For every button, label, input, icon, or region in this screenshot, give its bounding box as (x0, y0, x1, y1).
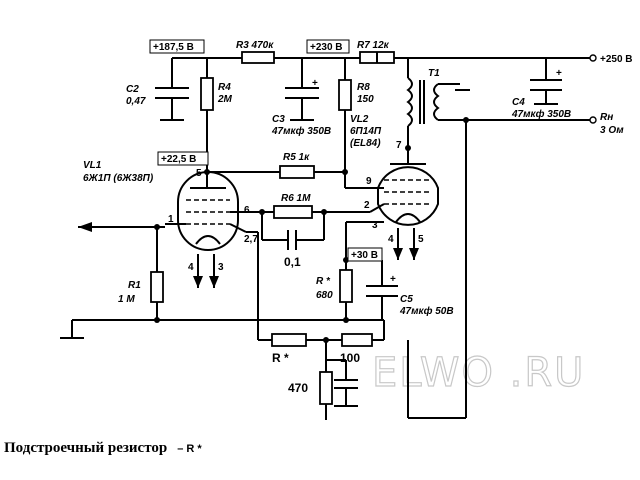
tube-vl2 (366, 148, 439, 260)
label-r6: R6 1М (281, 193, 311, 204)
label-r3: R3 470к (236, 40, 274, 51)
pin-vl1-4: 4 (188, 262, 194, 273)
label-r8-val: 150 (357, 94, 374, 105)
label-rn-val: 3 Ом (600, 125, 624, 136)
label-r5: R5 1к (283, 152, 310, 163)
label-c5-val: 47мкф 50В (399, 305, 454, 317)
label-r4-name: R4 (218, 82, 231, 93)
capacitor-c3: + (285, 58, 319, 121)
label-c4-val: 47мкф 350В (511, 108, 571, 120)
resistor-r1 (150, 271, 164, 303)
label-c3-val: 47мкф 350В (271, 125, 331, 137)
pin-vl2-2: 2 (364, 200, 370, 211)
label-c2-name: C2 (126, 84, 139, 95)
pin-vl2-4: 4 (388, 234, 394, 245)
label-r1-name: R1 (128, 280, 141, 291)
resistor-100 (341, 333, 373, 347)
resistor-rstar2 (271, 333, 307, 347)
footer-note: Подстроечный резистор – R * (4, 440, 202, 457)
pin-vl1-1: 1 (168, 214, 174, 225)
voltage-230: +230 В (310, 42, 343, 53)
label-c-fb: 0,1 (284, 255, 301, 269)
voltage-22: +22,5 В (161, 154, 196, 165)
svg-text:+: + (390, 274, 396, 285)
label-c4-name: C4 (512, 97, 525, 108)
label-r1-val: 1 М (118, 294, 135, 305)
resistor-r3 (241, 51, 275, 64)
pin-vl1-5: 5 (196, 168, 202, 179)
voltage-250: +250 В (600, 54, 633, 65)
pin-vl1-6: 6 (244, 205, 250, 216)
label-r4-val: 2М (217, 94, 233, 105)
label-rstar-val: 680 (316, 290, 333, 301)
resistor-r6 (273, 205, 313, 219)
pin-vl2-5: 5 (418, 234, 424, 245)
capacitor-feedback (259, 209, 327, 250)
label-rstar2: R * (272, 351, 289, 365)
transformer-t1 (406, 58, 597, 148)
label-r7: R7 12к (357, 40, 390, 51)
label-vl2-alt: (EL84) (350, 138, 381, 149)
pin-vl2-7: 7 (396, 140, 402, 151)
svg-text:+: + (312, 78, 318, 89)
label-vl1-type: 6Ж1П (6Ж38П) (83, 173, 154, 184)
pin-vl1-3: 3 (218, 262, 224, 273)
label-470: 470 (288, 381, 308, 395)
resistor-470 (319, 371, 333, 405)
label-c2-val: 0,47 (126, 96, 146, 107)
label-t1: T1 (428, 68, 440, 79)
label-c5-name: C5 (400, 294, 413, 305)
watermark: ELWO .RU (372, 350, 585, 396)
svg-text:+: + (556, 68, 562, 79)
label-rstar-name: R * (316, 276, 331, 287)
resistor-rstar (339, 269, 353, 303)
capacitor-c4: + (530, 58, 562, 105)
resistor-r8 (338, 79, 352, 111)
tube-vl1 (165, 171, 247, 288)
label-vl2-type: 6П14П (350, 126, 382, 137)
label-r8-name: R8 (357, 82, 370, 93)
resistor-r5 (279, 165, 315, 179)
footer-text: Подстроечный резистор (4, 440, 168, 456)
capacitor-c5: + (366, 260, 398, 320)
label-100: 100 (340, 351, 360, 365)
pin-vl2-3: 3 (372, 220, 378, 231)
resistor-r4 (200, 77, 214, 111)
label-rn-name: Rн (600, 112, 613, 123)
label-vl1-name: VL1 (83, 160, 102, 171)
voltage-30: +30 В (351, 250, 378, 261)
label-vl2-name: VL2 (350, 114, 369, 125)
capacitor-c2 (155, 58, 189, 121)
voltage-187: +187,5 В (153, 42, 194, 53)
label-c3-name: C3 (272, 114, 285, 125)
footer-symbol: – R * (177, 443, 202, 455)
pin-vl1-27: 2,7 (244, 234, 258, 245)
pin-vl2-9: 9 (366, 176, 372, 187)
